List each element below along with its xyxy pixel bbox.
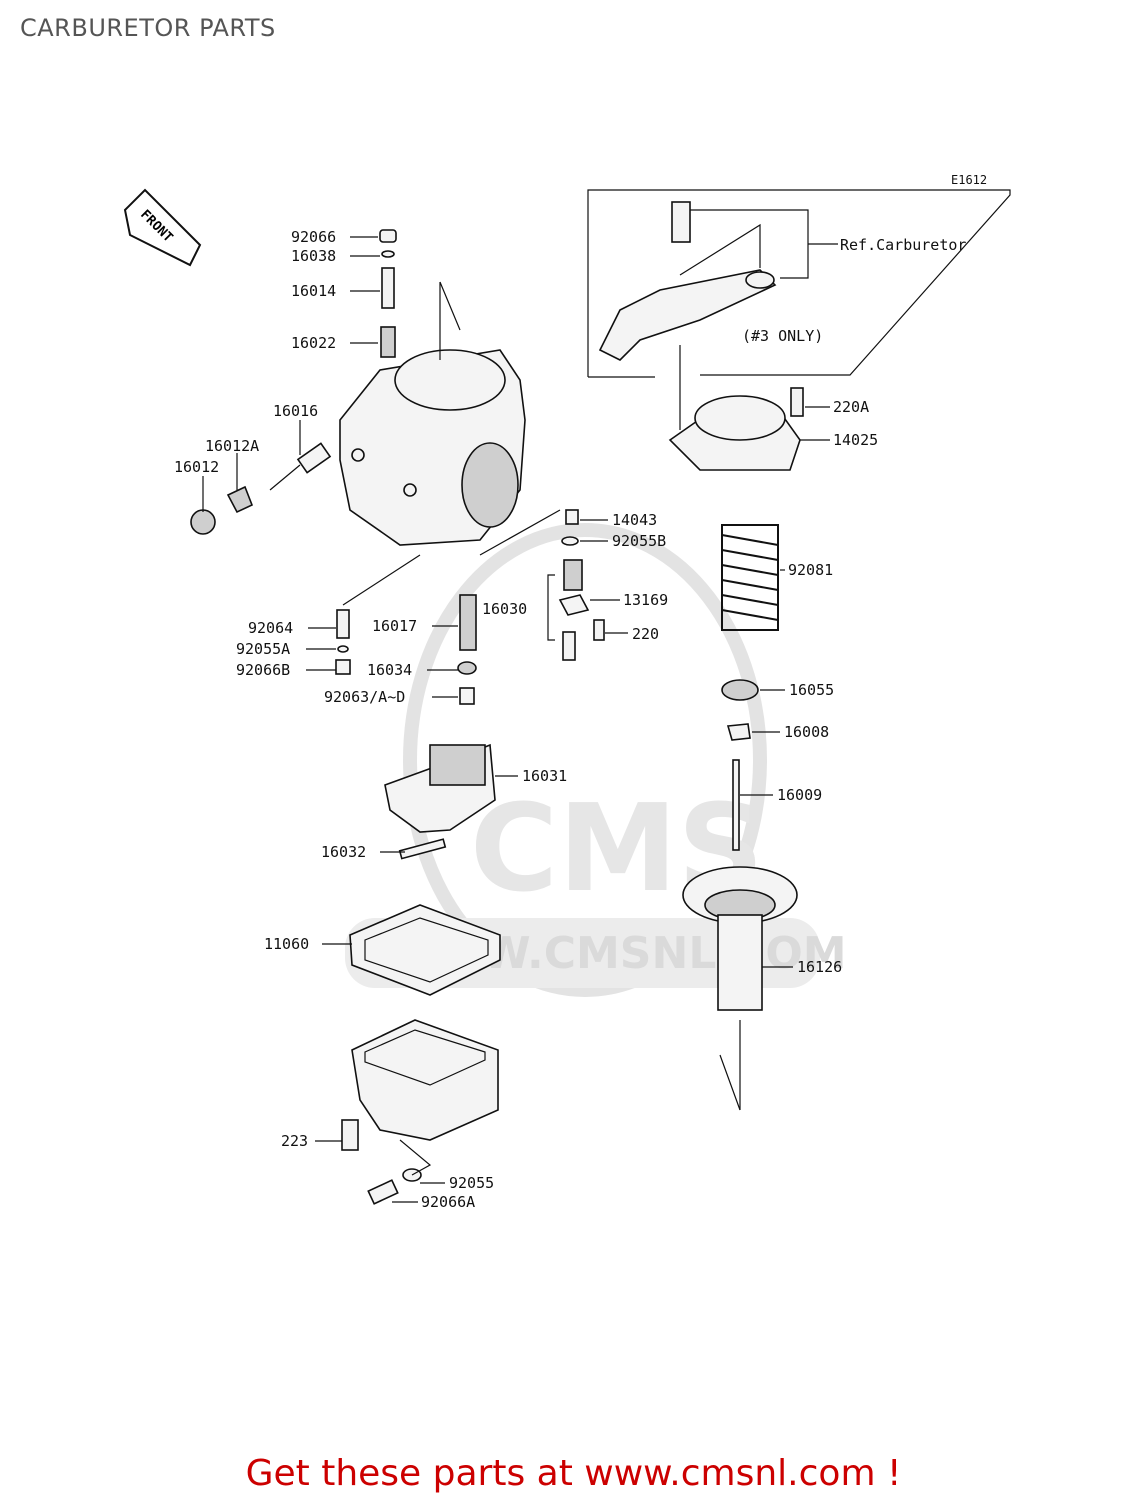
part-label: 92055 [449,1174,494,1192]
part-label: 16032 [321,843,366,861]
leader-lines [202,236,830,1203]
part-label: 16031 [522,767,567,785]
float [384,743,496,860]
part-label: 220A [833,398,869,416]
part-label: 92064 [248,619,293,637]
part-label: 16126 [797,958,842,976]
needle-parts [721,679,759,851]
part-label: 16014 [291,282,336,300]
part-label: 92066B [236,661,290,679]
part-label: 92066A [421,1193,475,1211]
part-label: 92055A [236,640,290,658]
part-label: 16017 [372,617,417,635]
part-label: 11060 [264,935,309,953]
part-label: 92063/A~D [324,688,405,706]
ref-carburetor-label: Ref.Carburetor [840,236,966,254]
part-label: 16034 [367,661,412,679]
part-label: 220 [632,625,659,643]
part-labels: 92066 16038 16014 16022 16016 16012A 160… [174,228,878,1211]
float-bowl [341,1019,499,1205]
vacuum-cover [668,387,804,471]
part-label: 13169 [623,591,668,609]
part-label: 16009 [777,786,822,804]
part-label: 92066 [291,228,336,246]
spring [721,524,779,631]
diaphragm-piston [682,866,798,1111]
part-label: 16038 [291,247,336,265]
part-label: 92081 [788,561,833,579]
part-label: 16016 [273,402,318,420]
diagram-code: E1612 [951,173,987,187]
part-label: 16012A [205,437,259,455]
top-jet-parts [379,229,397,358]
part-label: 14043 [612,511,657,529]
front-arrow-icon: FRONT [123,188,202,267]
part-label: 16012 [174,458,219,476]
part-label: 223 [281,1132,308,1150]
part-label: 92055B [612,532,666,550]
ref-note-label: (#3 ONLY) [742,327,823,345]
center-jets [335,509,605,705]
carburetor-body [339,281,526,546]
part-label: 16008 [784,723,829,741]
page-title: CARBURETOR PARTS [20,14,276,42]
pilot-screw-group [190,442,332,535]
part-label: 16055 [789,681,834,699]
cta-link[interactable]: Get these parts at www.cmsnl.com ! [245,1453,902,1494]
part-label: 16030 [482,600,527,618]
part-label: 14025 [833,431,878,449]
gasket [349,904,501,996]
ref-box: Ref.Carburetor (#3 ONLY) [587,189,1011,430]
part-label: 16022 [291,334,336,352]
